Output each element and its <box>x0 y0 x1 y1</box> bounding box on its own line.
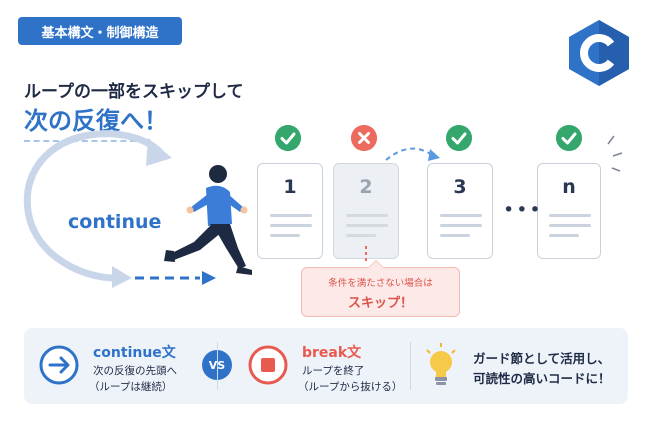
panel-divider <box>217 342 218 390</box>
continue-label: continue <box>68 211 162 233</box>
break-statement-title: break文 <box>302 345 362 361</box>
check-icon <box>275 125 301 151</box>
running-person-icon <box>164 165 252 275</box>
card-line <box>270 214 312 217</box>
continue-statement-desc: 次の反復の先頭へ <box>93 365 177 377</box>
continue-statement-title: continue文 <box>93 345 176 361</box>
headline-underline <box>24 140 136 142</box>
skip-note: 条件を満たさない場合は スキップ！ <box>301 260 460 317</box>
card-number: 3 <box>453 176 467 198</box>
break-statement-desc: ループを終了 <box>302 365 365 377</box>
tip-line2: 可読性の高いコードに！ <box>473 371 611 386</box>
iteration-card-n: n <box>537 163 601 259</box>
card-line <box>270 224 312 227</box>
stop-square-icon <box>248 345 288 385</box>
category-tag: 基本構文・制御構造 <box>18 17 182 45</box>
card-line <box>440 224 482 227</box>
iteration-card-1: 1 <box>257 163 323 259</box>
continue-statement-note: （ループは継続） <box>89 381 173 393</box>
skip-note-condition: 条件を満たさない場合は <box>328 278 433 289</box>
card-line <box>549 234 579 237</box>
lightbulb-icon <box>426 343 456 385</box>
card-number: n <box>562 176 576 198</box>
break-statement-note: （ループから抜ける） <box>298 381 403 393</box>
c-language-logo-icon <box>569 20 629 86</box>
card-number: 2 <box>359 176 373 198</box>
loop-arrow-icon <box>23 130 216 288</box>
card-line <box>346 224 388 227</box>
panel-divider <box>410 342 411 390</box>
arrow-right-circle-icon <box>39 345 79 385</box>
card-number: 1 <box>283 176 297 198</box>
ellipsis: ••• <box>503 199 543 221</box>
card-line <box>549 224 591 227</box>
cross-icon <box>351 125 377 151</box>
headline-line2: 次の反復へ！ <box>24 107 168 135</box>
skip-note-title: スキップ！ <box>347 296 413 311</box>
tip-line1: ガード節として活用し、 <box>473 351 611 366</box>
card-line <box>346 214 388 217</box>
headline-line1: ループの一部をスキップして <box>24 82 244 102</box>
iteration-card-2-skipped: 2 <box>333 163 399 259</box>
check-icon <box>446 125 472 151</box>
card-line <box>270 234 300 237</box>
check-icon <box>556 125 582 151</box>
card-line <box>440 214 482 217</box>
card-line <box>549 214 591 217</box>
card-line <box>440 234 470 237</box>
card-line <box>346 234 376 237</box>
iteration-card-3: 3 <box>427 163 493 259</box>
comparison-panel: continue文 次の反復の先頭へ （ループは継続） VS break文 ルー… <box>24 328 628 404</box>
